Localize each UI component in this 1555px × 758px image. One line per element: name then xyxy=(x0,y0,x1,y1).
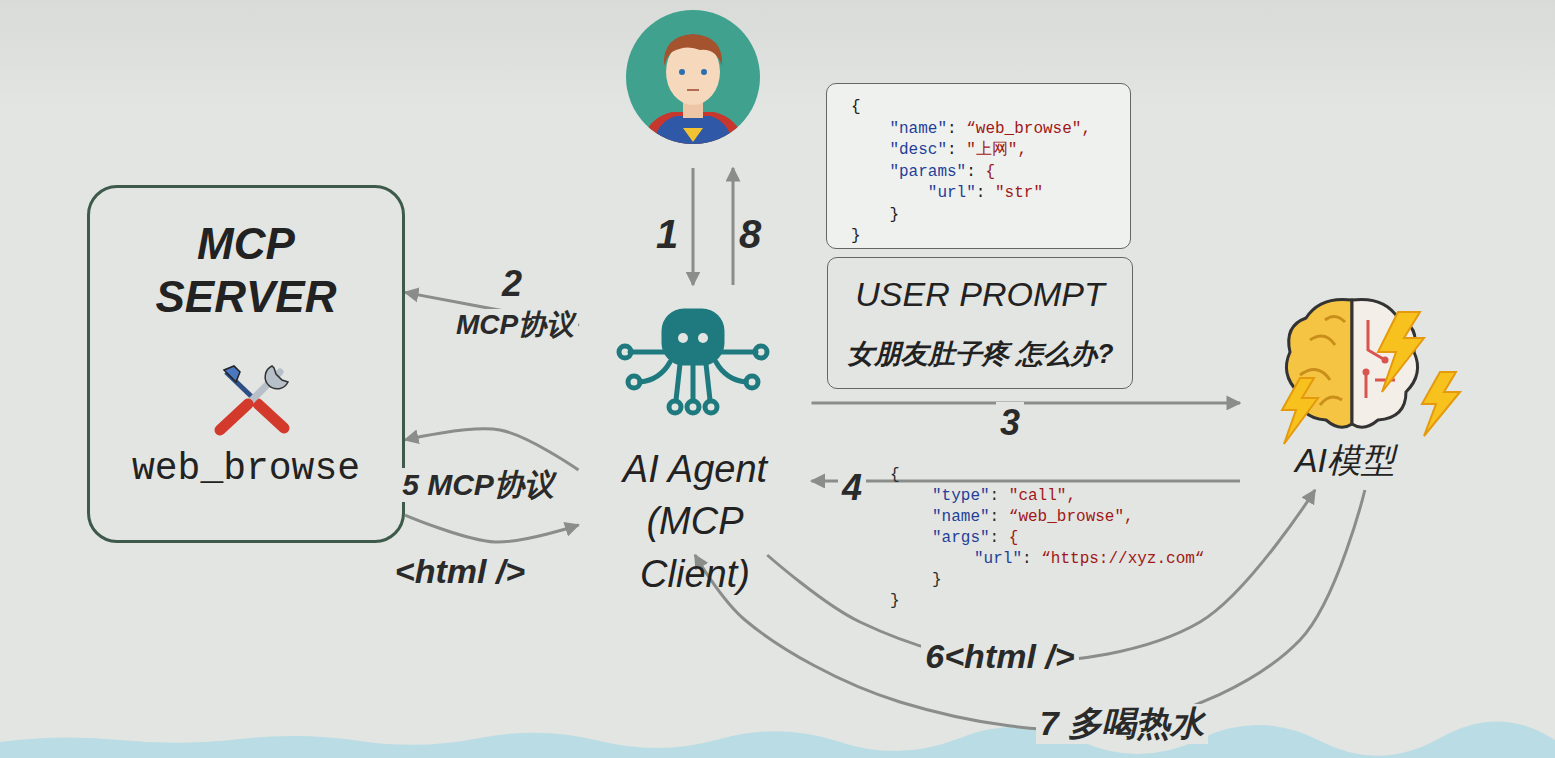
flow-arrow xyxy=(767,490,1315,662)
edge-label: 5 MCP协议 xyxy=(398,468,558,503)
agent-node: AI Agent (MCP Client) xyxy=(579,305,812,555)
code-line: } xyxy=(886,592,904,610)
request-arrow xyxy=(692,168,695,285)
edge-label: <html /> xyxy=(391,552,529,591)
code-line: "url": "str" xyxy=(928,184,1043,203)
brain-icon xyxy=(1282,299,1460,444)
code-line: } xyxy=(928,571,946,589)
flow-arrow xyxy=(405,429,579,470)
tool-icon xyxy=(220,366,288,430)
code-line: } xyxy=(851,227,861,246)
code-line: "desc": "上网", xyxy=(889,141,1027,160)
code-line: "type": "call", xyxy=(928,487,1080,505)
water-band xyxy=(0,721,1555,758)
flow-arrow xyxy=(812,480,1241,483)
code-line: { xyxy=(851,98,861,117)
step-label: MCP协议 xyxy=(452,309,578,341)
user-prompt-box: USER PROMPT 女朋友肚子疼 怎么办? xyxy=(827,257,1133,389)
step-label: 8 xyxy=(735,211,765,257)
server-box: MCP SERVER web_browse xyxy=(87,185,405,543)
flow-arrow xyxy=(812,401,1241,404)
tool-schema-box: { "name": “web_browse", "desc": "上网", "para… xyxy=(826,83,1131,249)
flow-arrow xyxy=(695,490,1365,730)
code-line: } xyxy=(889,206,899,225)
ai-model-node: AI模型 xyxy=(1240,300,1470,490)
code-line: "name": “web_browse", xyxy=(889,120,1091,139)
code-line: { xyxy=(886,466,904,484)
code-line: "name": “web_browse", xyxy=(928,508,1138,526)
edge-label: 4 xyxy=(838,467,866,508)
node-text: 女朋友肚子疼 怎么办? xyxy=(847,338,1114,370)
code-line: "params": { xyxy=(889,163,995,182)
node-text: web_browse xyxy=(132,446,360,492)
code-line: "args": { xyxy=(928,529,1022,547)
node-text: MCP SERVER xyxy=(146,218,346,324)
edge-label: 6<html /> xyxy=(921,637,1078,676)
edge-label: 3 xyxy=(996,402,1024,443)
code-line: "url": “https://xyz.com“ xyxy=(970,550,1208,568)
node-text: USER PROMPT xyxy=(855,274,1104,315)
node-text: AI模型 xyxy=(1295,440,1395,481)
edge-label: 2 xyxy=(498,263,526,304)
node-text: AI Agent (MCP Client) xyxy=(593,443,798,600)
step-label: 1 xyxy=(652,211,682,257)
edge-label: 7 多喝热水 xyxy=(1036,704,1208,743)
flow-arrow xyxy=(405,515,579,542)
user-avatar xyxy=(626,10,760,150)
agent-icon xyxy=(619,311,767,413)
